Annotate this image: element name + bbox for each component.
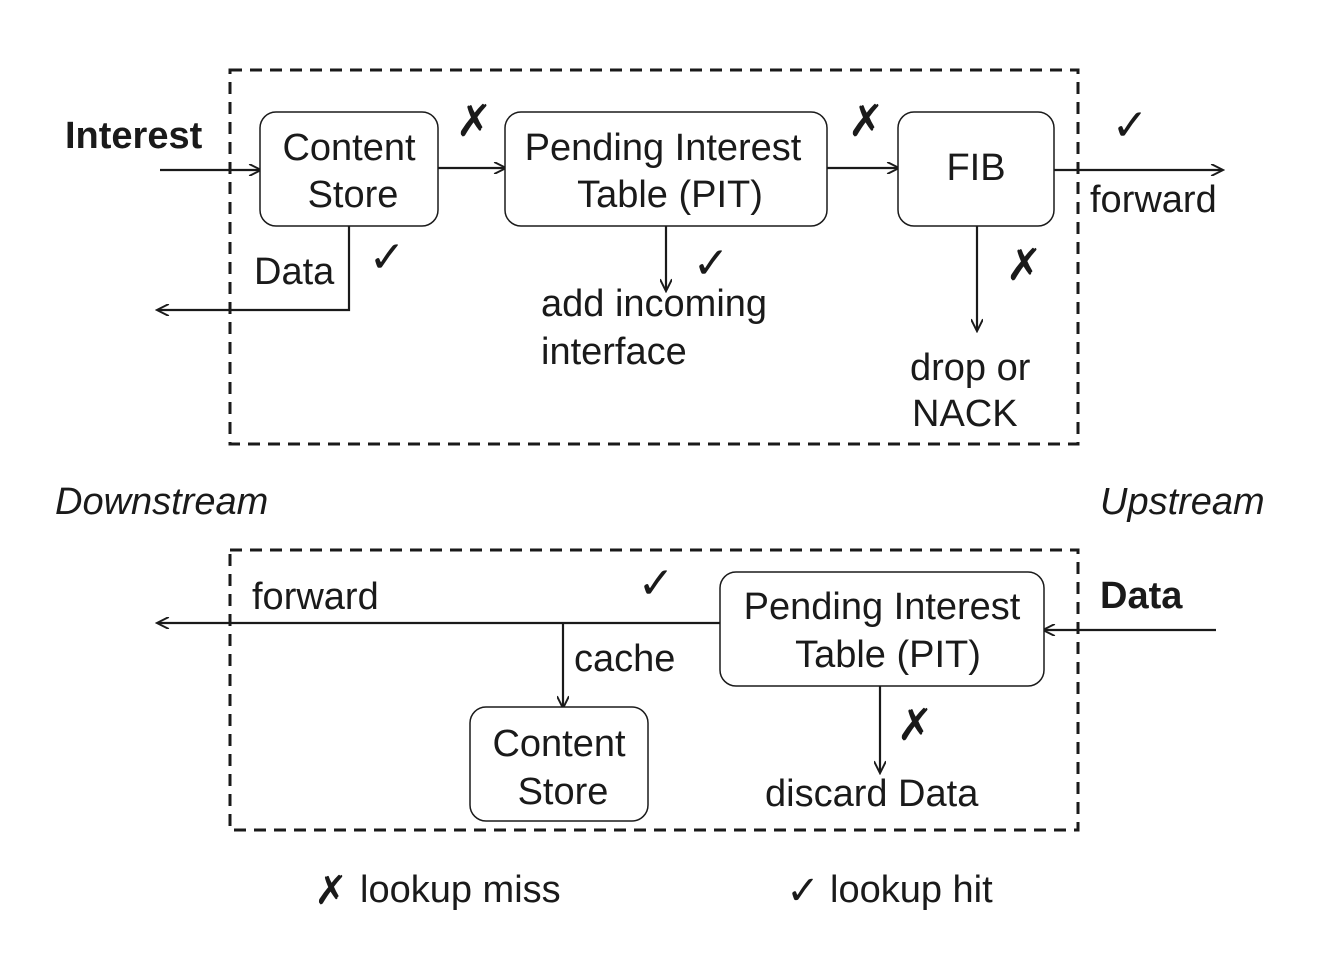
data-pit-hit-mark: ✓	[638, 558, 675, 609]
upstream-label: Upstream	[1100, 481, 1265, 523]
cs-hit-mark: ✓	[369, 232, 406, 283]
legend-miss-mark: ✗	[314, 868, 348, 914]
fib-miss-mark: ✗	[1006, 240, 1043, 291]
downstream-label: Downstream	[55, 481, 268, 523]
data-pit-miss-mark: ✗	[897, 700, 934, 751]
interest-pipeline: Interest Content Store ✗ Pending Interes…	[65, 68, 1222, 446]
fib-miss-label-line1: drop or	[910, 347, 1031, 389]
legend-hit-label: lookup hit	[830, 869, 993, 911]
interest-forwarder-frame	[228, 68, 1080, 446]
cache-label: cache	[574, 638, 675, 680]
data-input-label: Data	[1100, 575, 1183, 617]
pit-hit-label-line1: add incoming	[541, 283, 767, 325]
interest-input-label: Interest	[65, 115, 203, 157]
data-pit-label-line2: Table (PIT)	[795, 634, 981, 676]
data-content-store-label-line2: Store	[518, 771, 609, 813]
legend-hit-mark: ✓	[786, 868, 820, 914]
fib-miss-label-line2: NACK	[912, 393, 1018, 435]
pit-hit-mark: ✓	[693, 238, 730, 289]
cs-miss-mark: ✗	[456, 96, 493, 147]
discard-data-label: discard Data	[765, 773, 979, 815]
data-forward-label: forward	[252, 576, 379, 618]
data-pit-box	[719, 571, 1045, 687]
legend: ✗ lookup miss ✓ lookup hit	[314, 868, 993, 914]
legend-miss-label: lookup miss	[360, 869, 561, 911]
pit-miss-mark: ✗	[848, 96, 885, 147]
data-forwarder-frame	[228, 548, 1080, 832]
data-pipeline: Data Pending Interest Table (PIT) forwar…	[158, 548, 1216, 832]
cs-data-return-arrow	[158, 226, 351, 310]
data-content-store-box	[469, 706, 649, 822]
fib-label: FIB	[946, 147, 1005, 189]
cs-data-return-label: Data	[254, 251, 335, 293]
interest-content-store-label-line1: Content	[282, 127, 416, 169]
data-content-store-label-line1: Content	[492, 723, 626, 765]
interest-pit-label-line1: Pending Interest	[525, 127, 802, 169]
interest-content-store-label-line2: Store	[308, 174, 399, 216]
fib-hit-mark: ✓	[1112, 100, 1149, 151]
interest-forward-label: forward	[1090, 179, 1217, 221]
interest-pit-label-line2: Table (PIT)	[577, 174, 763, 216]
data-pit-label-line1: Pending Interest	[744, 586, 1021, 628]
pit-hit-label-line2: interface	[541, 331, 687, 373]
